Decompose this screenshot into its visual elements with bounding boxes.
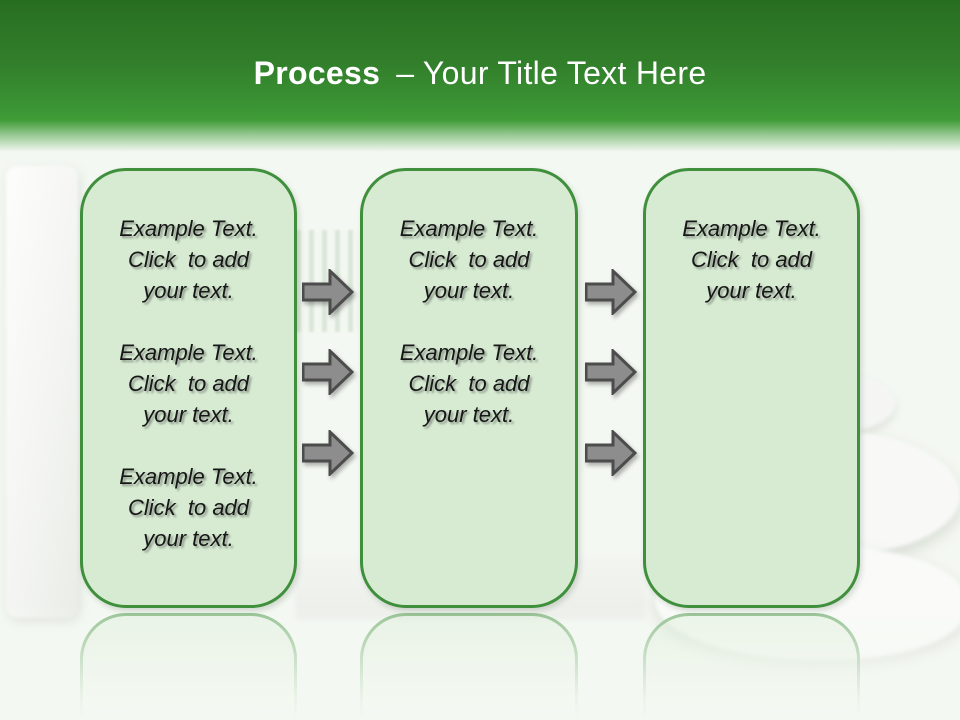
panel-reflection bbox=[360, 613, 578, 720]
block-arrow-right-icon[interactable] bbox=[302, 349, 354, 395]
text-placeholder[interactable]: Example Text. Click to add your text. bbox=[682, 216, 821, 303]
header-band bbox=[0, 0, 960, 152]
panel-reflection bbox=[643, 613, 860, 720]
process-panel-1[interactable]: Example Text. Click to add your text. Ex… bbox=[80, 168, 297, 608]
slide-title[interactable]: Process – Your Title Text Here bbox=[0, 54, 960, 92]
panel-reflection bbox=[80, 613, 297, 720]
text-placeholder[interactable]: Example Text. Click to add your text. bbox=[399, 340, 539, 427]
slide-title-keyword: Process bbox=[253, 55, 381, 91]
block-arrow-right-icon[interactable] bbox=[302, 269, 354, 315]
slide-title-subtitle: – Your Title Text Here bbox=[396, 55, 707, 91]
process-panel-2[interactable]: Example Text. Click to add your text. Ex… bbox=[360, 168, 578, 608]
text-placeholder[interactable]: Example Text. Click to add your text. bbox=[119, 216, 258, 303]
block-arrow-right-icon[interactable] bbox=[585, 430, 637, 476]
block-arrow-right-icon[interactable] bbox=[585, 349, 637, 395]
text-placeholder[interactable]: Example Text. Click to add your text. bbox=[119, 464, 258, 551]
block-arrow-right-icon[interactable] bbox=[585, 269, 637, 315]
text-placeholder[interactable]: Example Text. Click to add your text. bbox=[119, 340, 258, 427]
text-placeholder[interactable]: Example Text. Click to add your text. bbox=[399, 216, 539, 303]
background-package-image bbox=[6, 166, 78, 618]
process-panel-3[interactable]: Example Text. Click to add your text. bbox=[643, 168, 860, 608]
block-arrow-right-icon[interactable] bbox=[302, 430, 354, 476]
